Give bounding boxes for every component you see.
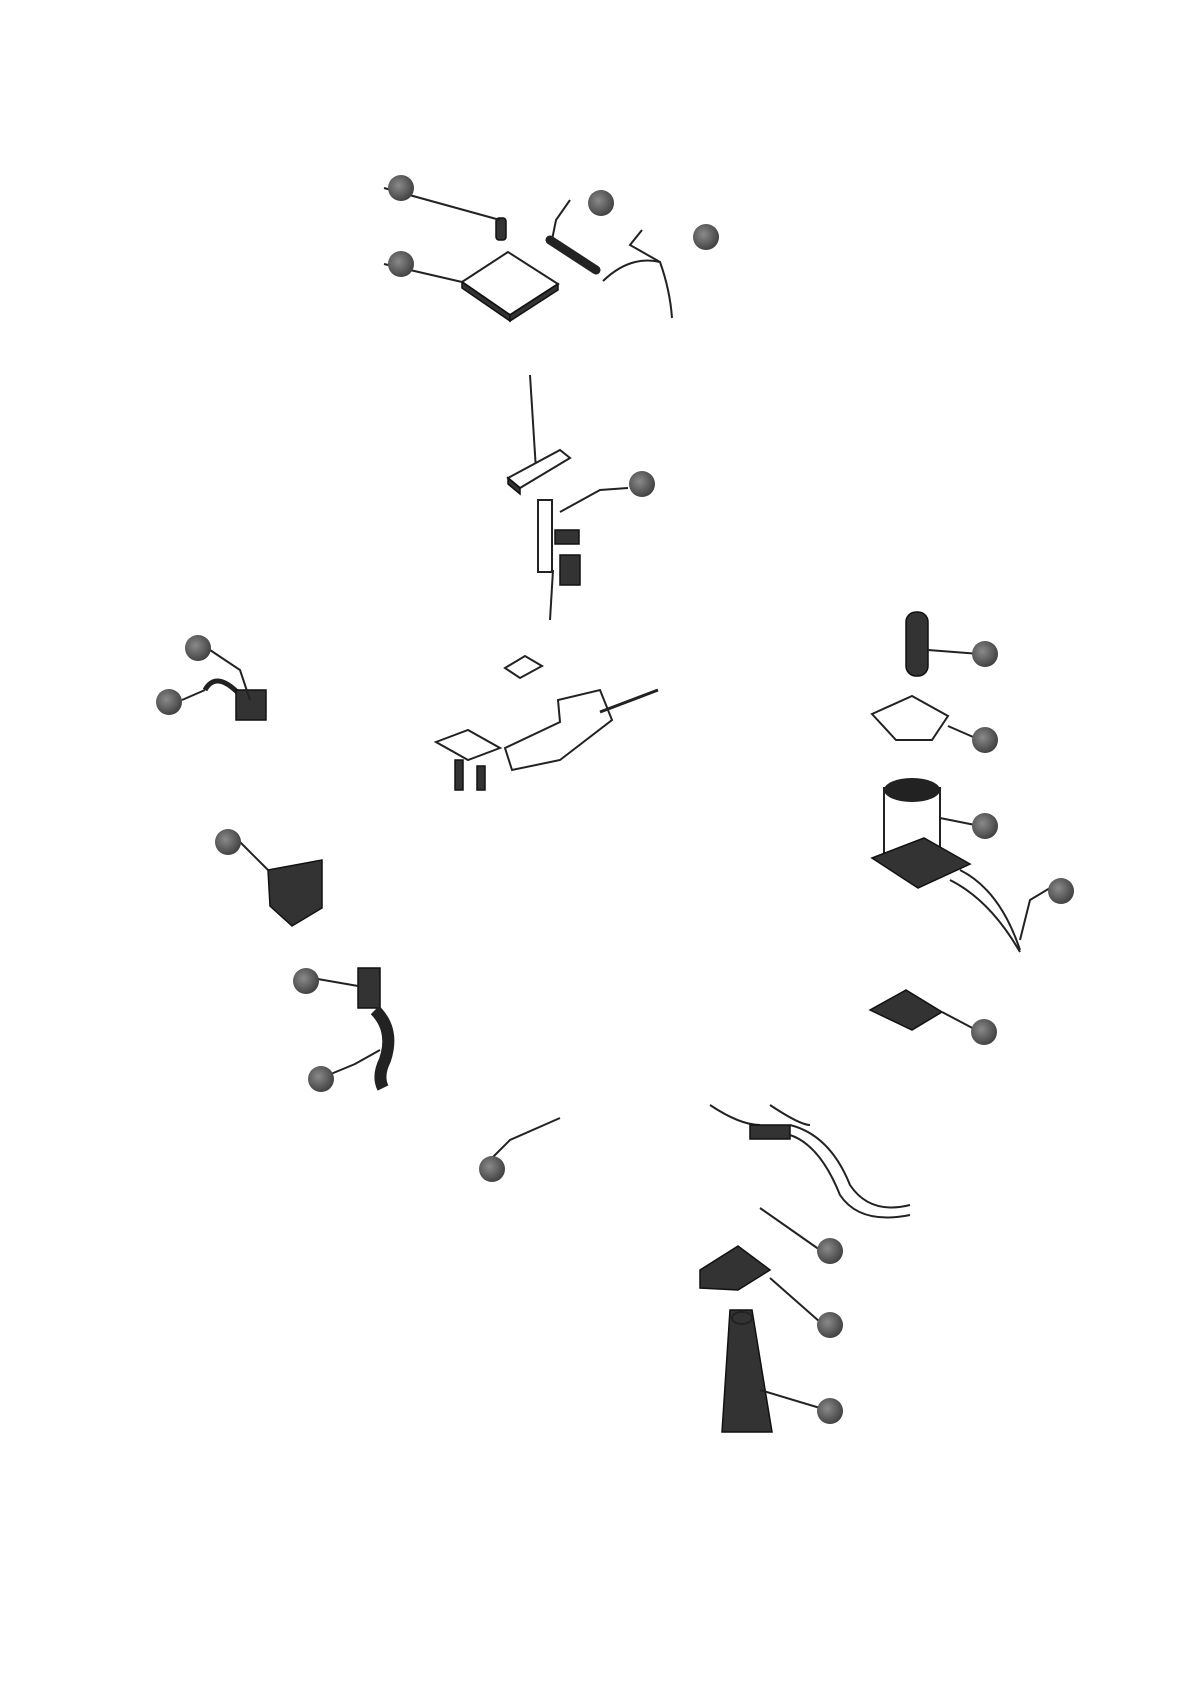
left-arm-part [357, 967, 395, 1091]
callout-marker [185, 635, 211, 661]
callout-marker [817, 1398, 843, 1424]
slide-bracket-part [537, 499, 581, 621]
callout-marker [388, 251, 414, 277]
callout-marker [588, 190, 614, 216]
callout-marker [817, 1238, 843, 1264]
callout-marker [156, 689, 182, 715]
wire-part [602, 259, 673, 319]
square-plate-part [460, 250, 560, 323]
callout-marker [215, 829, 241, 855]
callout-marker [293, 968, 319, 994]
callout-marker [972, 641, 998, 667]
callout-marker [972, 727, 998, 753]
screw-part [495, 217, 507, 241]
callout-marker [308, 1066, 334, 1092]
callout-marker [817, 1312, 843, 1338]
left-plate-part [267, 859, 323, 927]
right-plate-part [868, 989, 944, 1031]
spring-holder-part [870, 694, 950, 741]
callout-marker [972, 813, 998, 839]
harness-part [709, 1104, 911, 1219]
bottom-plate-part [699, 1245, 772, 1291]
coil-part [870, 778, 1021, 953]
pin-part [545, 235, 601, 275]
callout-marker [388, 175, 414, 201]
callout-marker [971, 1019, 997, 1045]
callout-marker [1048, 878, 1074, 904]
spring-part [905, 611, 929, 677]
callout-marker [693, 224, 719, 250]
callout-marker [479, 1156, 505, 1182]
left-lever-part [202, 678, 267, 721]
vertical-rod-part [506, 374, 572, 496]
callout-markers [156, 175, 1074, 1424]
main-frame-part [433, 654, 659, 791]
bottom-spring-part [721, 1309, 773, 1433]
callout-marker [629, 471, 655, 497]
